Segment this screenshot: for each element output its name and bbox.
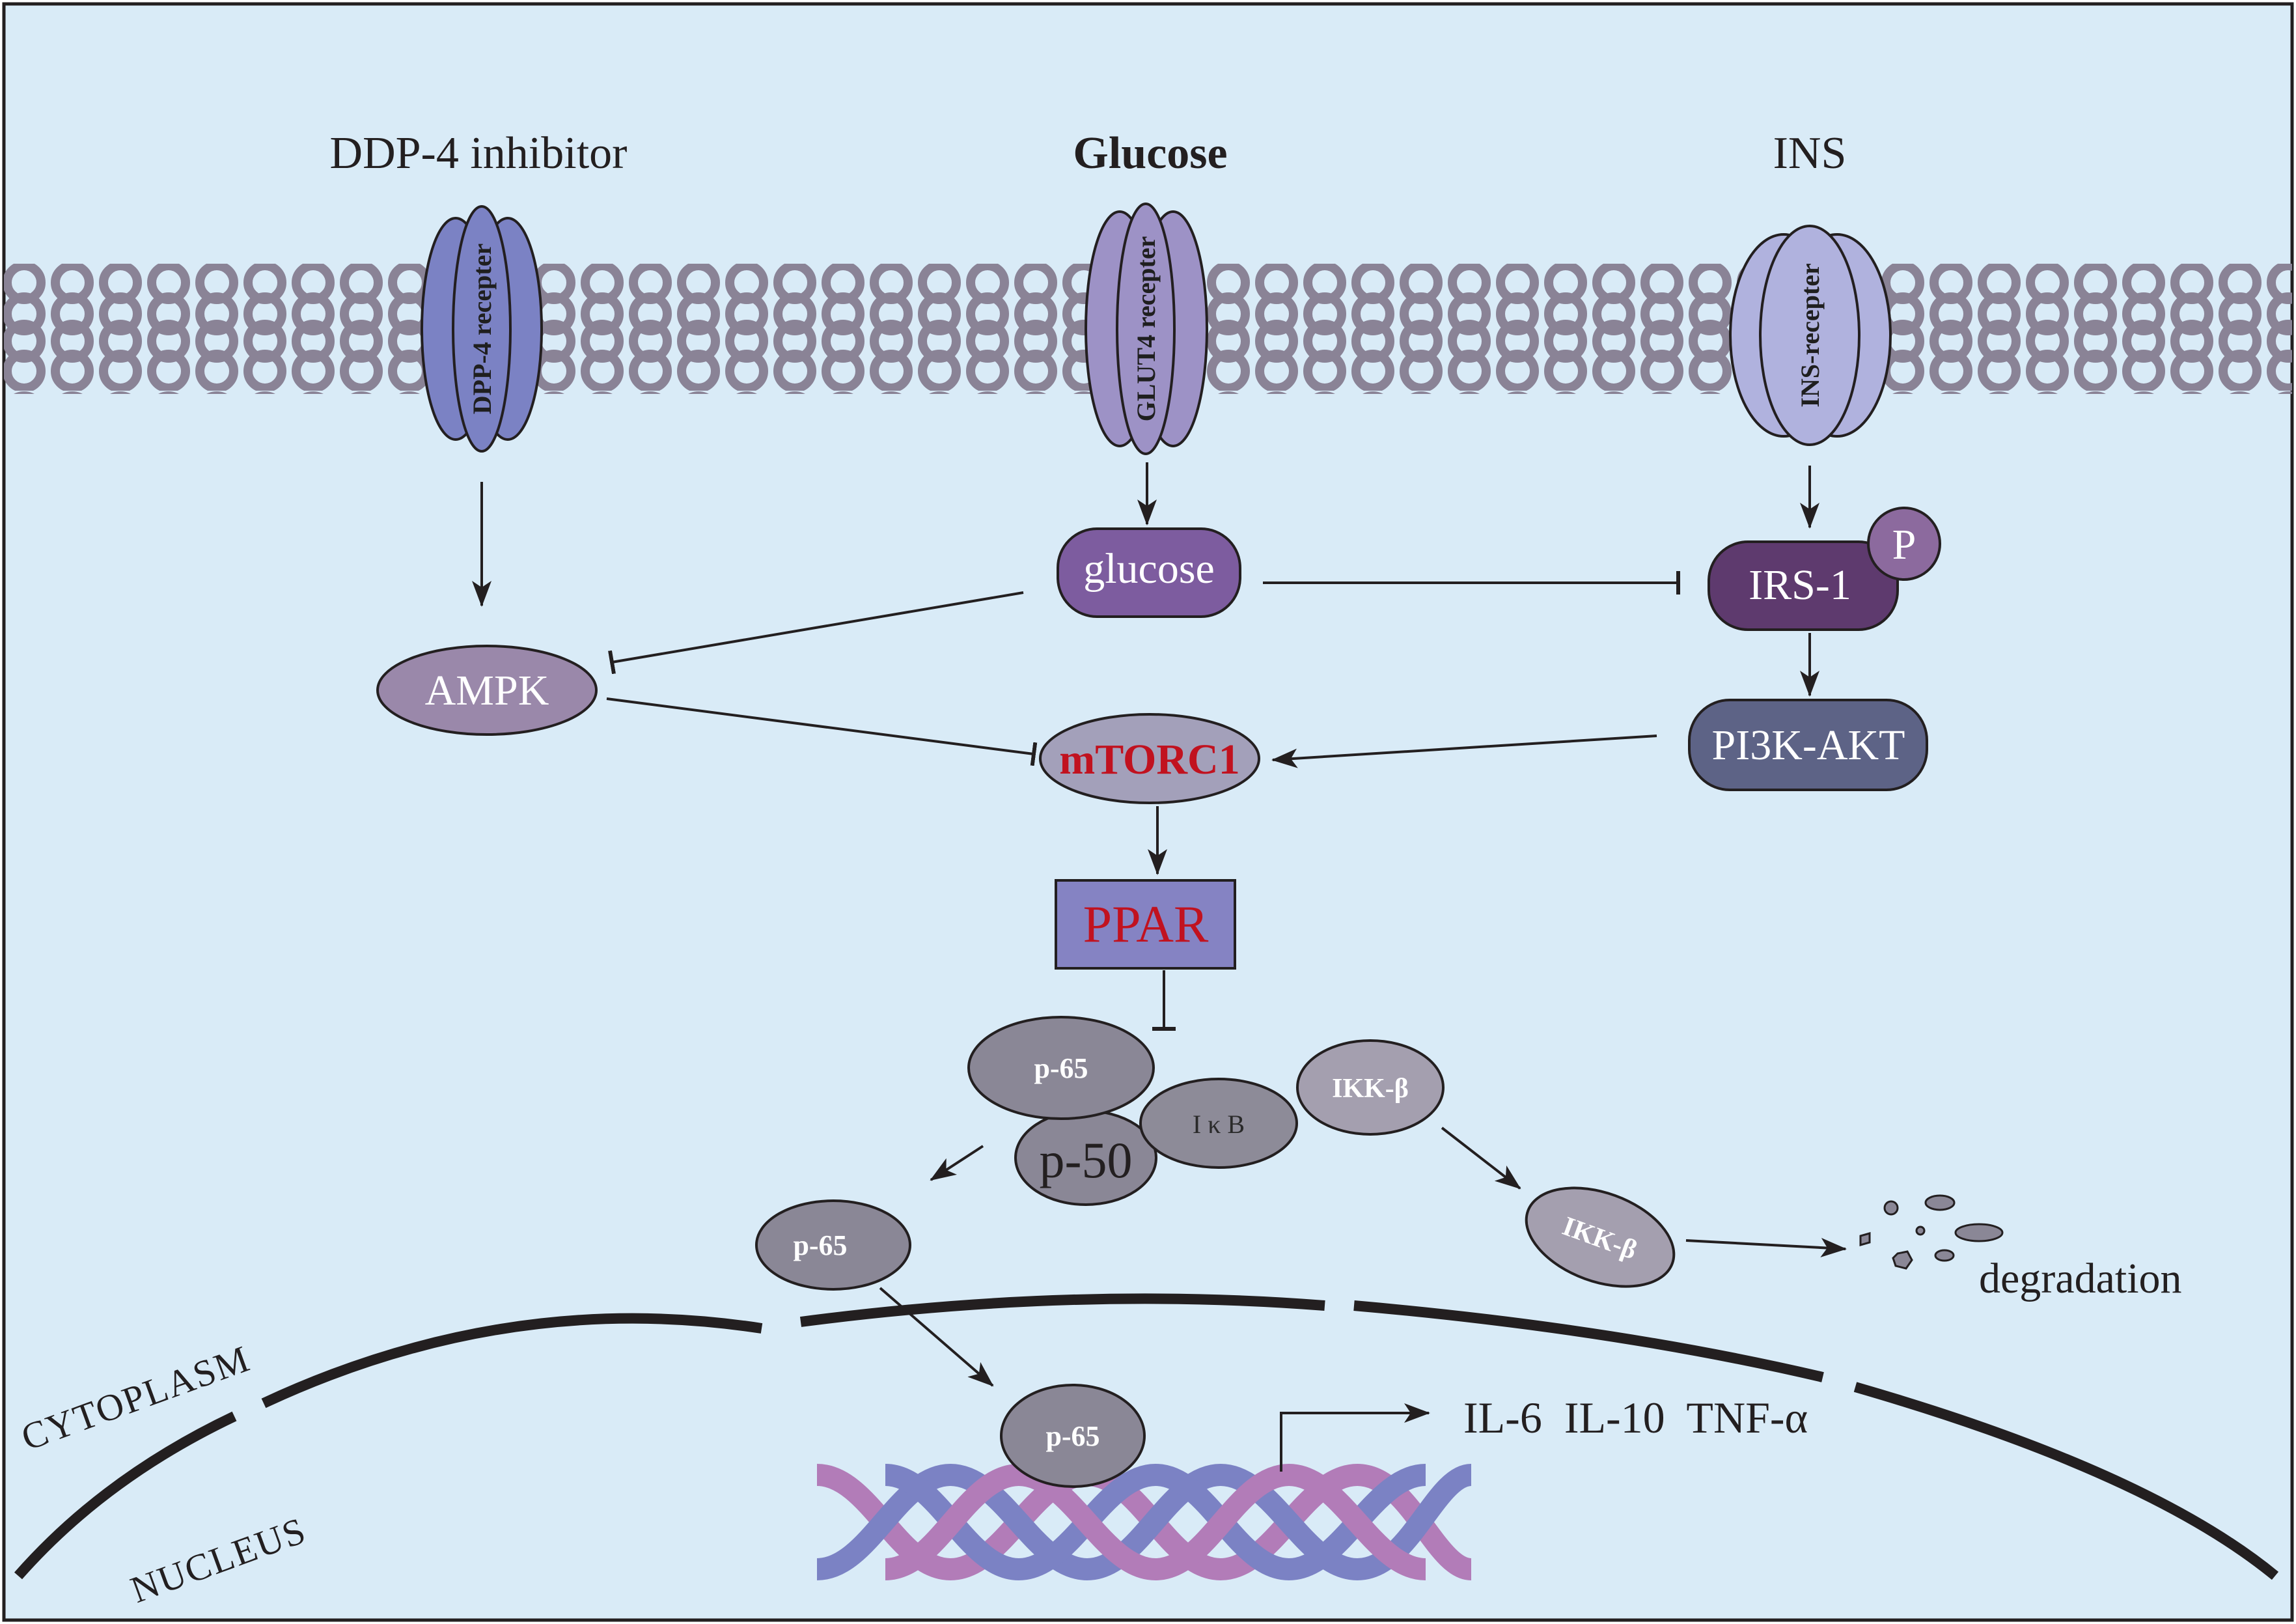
glucose-node: glucose [1057, 527, 1241, 618]
arrow-p65-to-nucleus [879, 1287, 994, 1387]
ampk-label: AMPK [425, 667, 549, 714]
arrow-ikk-to-free [1441, 1127, 1521, 1190]
dpp4-receptor-label: DPP-4 recepter [467, 244, 497, 414]
ins-receptor-label: INS-recepter [1795, 263, 1825, 407]
p65-complex-node [967, 1016, 1155, 1120]
nuclear-envelope [14, 1293, 2279, 1580]
glut4-receptor-label: GLUT4 recepter [1131, 236, 1161, 422]
ikk-beta-free-node: IKK-β [1525, 1186, 1676, 1288]
ampk-node: AMPK [376, 645, 598, 736]
inhibit-glucose-to-ampk [608, 591, 1024, 675]
ikb-node [1139, 1078, 1298, 1169]
p50-label: p-50 [1040, 1132, 1133, 1188]
dna-helix [816, 1463, 1473, 1581]
ddp4-inhibitor-label: DDP-4 inhibitor [330, 128, 628, 178]
p65-nuclear-node: p-65 [1000, 1384, 1146, 1488]
ikk-beta-label: IKK-β [1332, 1074, 1409, 1104]
phospho-badge-label: P [1892, 521, 1916, 568]
inhibit-ampk-to-mtorc1 [606, 697, 1038, 766]
ppar-node: PPAR [1055, 879, 1236, 970]
arrow-complex-to-p65 [930, 1145, 984, 1181]
pi3k-akt-label: PI3K-AKT [1712, 721, 1905, 769]
p65-free-label: p-65 [793, 1229, 847, 1261]
degradation-fragments [1859, 1194, 2004, 1270]
ppar-label: PPAR [1083, 896, 1209, 953]
cytokines-label: IL-6 IL-10 TNF-α [1463, 1393, 1808, 1442]
irs1-label: IRS-1 [1749, 561, 1851, 609]
ikk-beta-node [1296, 1039, 1445, 1136]
irs1-node: IRS-1 P [1708, 507, 1941, 631]
nfkb-complex: p-65 p-50 I κ B IKK-β [967, 1016, 1445, 1206]
arrow-ikk-to-degradation [1685, 1238, 1847, 1257]
glucose-top-label: Glucose [1073, 128, 1227, 178]
ins-top-label: INS [1773, 128, 1847, 178]
pi3k-akt-node: PI3K-AKT [1688, 699, 1928, 791]
ins-receptor: INS-recepter [1729, 225, 1892, 446]
dpp4-receptor: DPP-4 recepter [421, 205, 543, 453]
phospho-badge [1867, 507, 1941, 581]
mtorc1-node: mTORC1 [1039, 713, 1260, 804]
arrow-pi3k-to-mtorc1 [1271, 735, 1657, 768]
p65-complex-label: p-65 [1034, 1052, 1088, 1084]
degradation-label: degradation [1979, 1255, 2182, 1302]
glut4-receptor: GLUT4 recepter [1085, 203, 1208, 455]
mtorc1-label: mTORC1 [1059, 736, 1239, 783]
p65-nuclear-label: p-65 [1045, 1420, 1100, 1452]
p65-free-node: p-65 [755, 1199, 911, 1291]
ikb-label: I κ B [1193, 1110, 1245, 1139]
transcription-arrow [1280, 1403, 1430, 1472]
glucose-node-label: glucose [1083, 545, 1215, 593]
